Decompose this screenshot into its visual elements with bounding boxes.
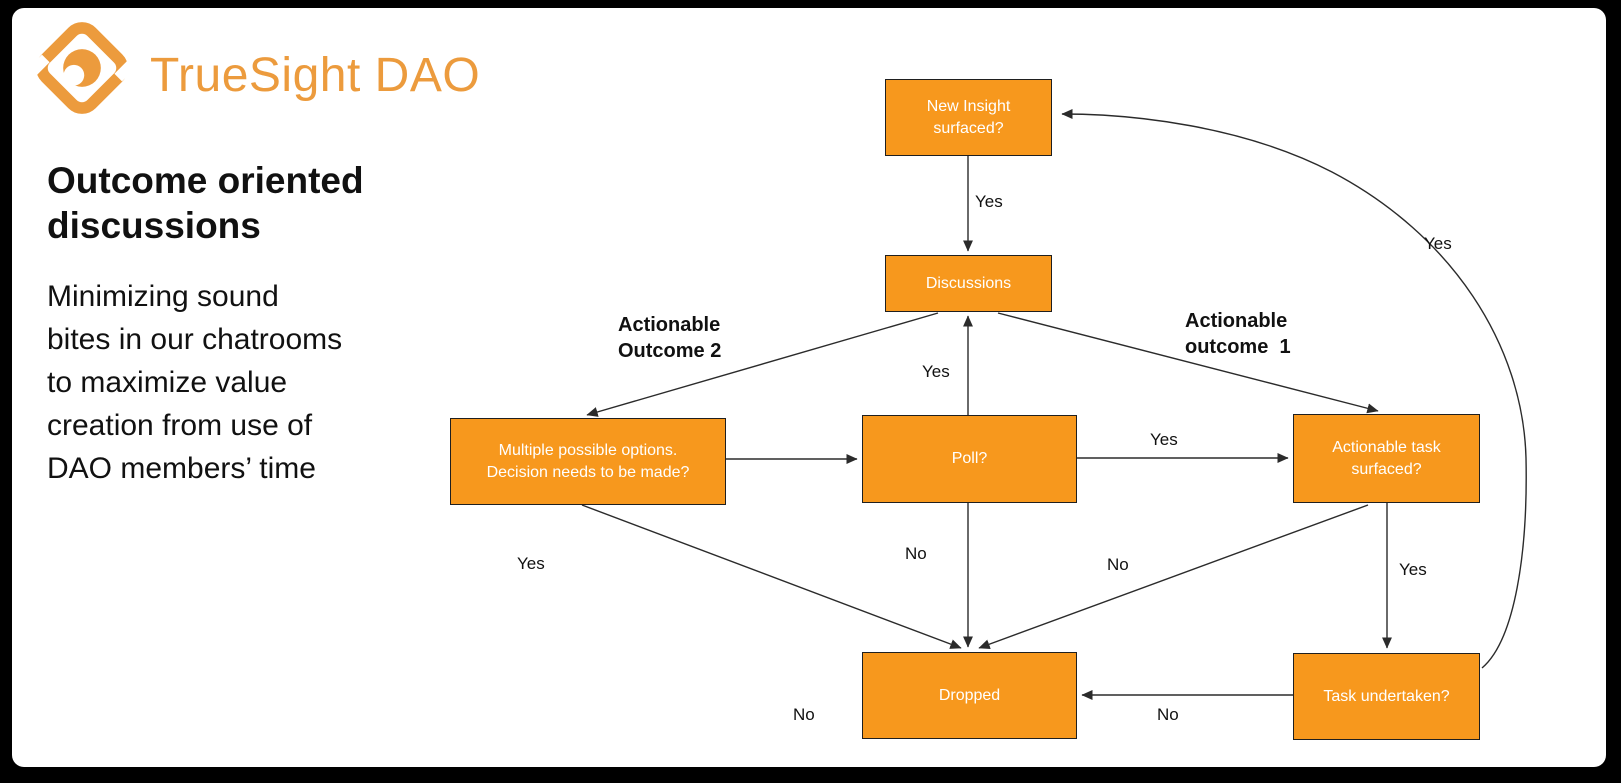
logo-eye-crescent (63, 64, 85, 86)
annotation-actionable-outcome-1: Actionable outcome 1 (1185, 310, 1291, 358)
annotation-actionable-outcome-2: Actionable Outcome 2 (618, 314, 722, 362)
truesight-eye-icon (28, 22, 136, 114)
brand-name: TrueSight DAO (150, 49, 481, 102)
node-discussions: Discussions (885, 255, 1052, 312)
label-no-actionable-task-dropped: No (1107, 555, 1129, 574)
label-no-bottom-left: No (793, 705, 815, 724)
logo-gap-right (114, 54, 136, 82)
node-multiple-options: Multiple possible options. Decision need… (450, 418, 726, 505)
node-actionable-task: Actionable task surfaced? (1293, 414, 1480, 503)
page-subtitle: Minimizing sound bites in our chatrooms … (47, 280, 343, 485)
label-yes-actionable-task-undertaken: Yes (1399, 560, 1427, 579)
label-yes-poll-discussions: Yes (922, 362, 950, 381)
label-yes-multiple-options-dropped: Yes (517, 554, 545, 573)
label-no-task-undertaken-dropped: No (1157, 705, 1179, 724)
node-poll: Poll? (862, 415, 1077, 503)
page-title: Outcome oriented discussions (47, 160, 364, 247)
logo-gap-left (28, 54, 50, 82)
label-yes-task-undertaken-new-insight: Yes (1424, 234, 1452, 253)
label-yes-poll-actionable-task: Yes (1150, 430, 1178, 449)
node-new-insight: New Insight surfaced? (885, 79, 1052, 156)
node-dropped: Dropped (862, 652, 1077, 739)
logo-diamond (36, 22, 128, 114)
label-yes-new-insight-discussions: Yes (975, 192, 1003, 211)
label-no-poll-dropped: No (905, 544, 927, 563)
node-task-undertaken: Task undertaken? (1293, 653, 1480, 740)
